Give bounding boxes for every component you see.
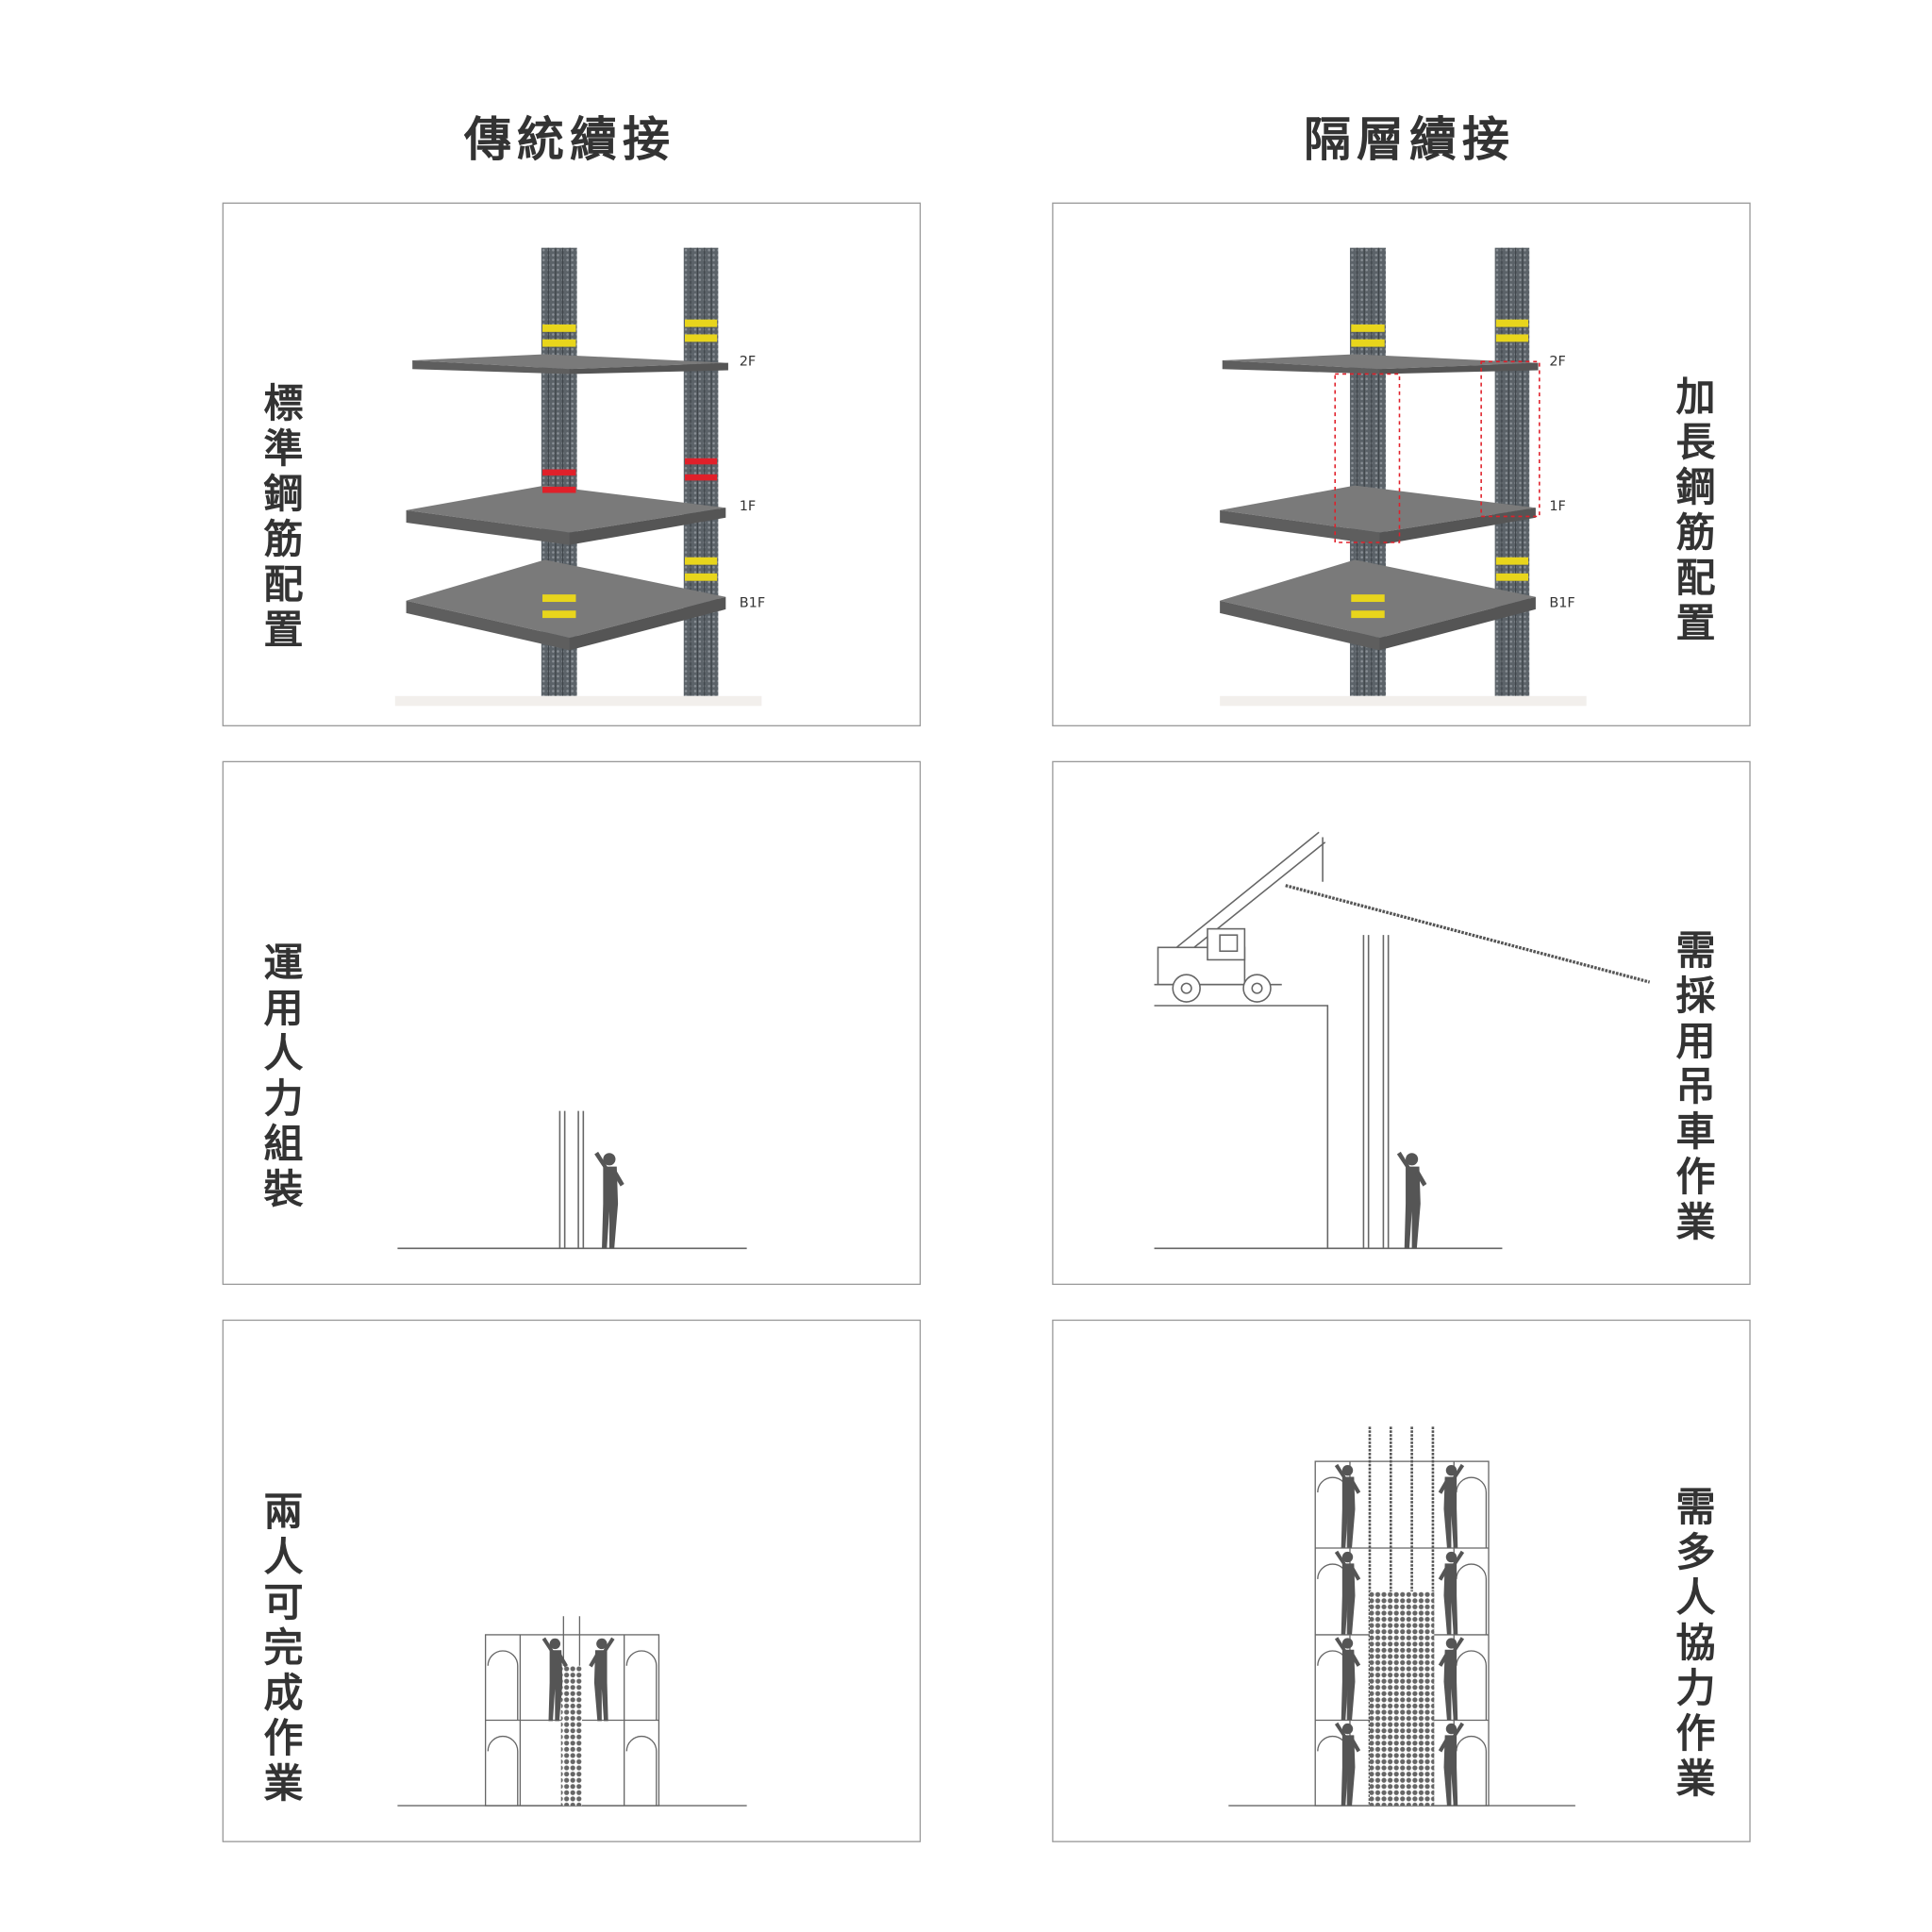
slab-2f bbox=[1222, 354, 1539, 370]
floor-label-2f: 2F bbox=[740, 354, 757, 369]
panel-traditional-workers bbox=[222, 1319, 922, 1842]
manual-assembly-scene bbox=[397, 1110, 747, 1250]
rebar-cage bbox=[560, 1665, 583, 1807]
row2-left-label: 運用人力組裝 bbox=[258, 941, 304, 1213]
panel-traditional-rebar bbox=[222, 202, 922, 726]
ground-strip bbox=[394, 695, 762, 707]
building-edge bbox=[1154, 1005, 1329, 1249]
worker-icon bbox=[1438, 1463, 1465, 1548]
floor-label-2f: 2F bbox=[1549, 354, 1566, 369]
row3-right-label: 需多人協力作業 bbox=[1670, 1486, 1716, 1803]
worker-icon bbox=[1438, 1637, 1465, 1721]
two-worker-scene bbox=[397, 1616, 747, 1807]
panel-alternate-workers bbox=[1052, 1319, 1751, 1842]
row2-right-label: 需採用吊車作業 bbox=[1670, 929, 1716, 1246]
row1-right-label: 加長鋼筋配置 bbox=[1670, 375, 1716, 647]
column-title-traditional: 傳統續接 bbox=[464, 112, 675, 167]
worker-icon bbox=[594, 1151, 625, 1249]
floor-label-b1f: B1F bbox=[740, 595, 765, 610]
panel-alternate-rebar bbox=[1052, 202, 1751, 726]
scaffold bbox=[484, 1634, 660, 1807]
slab-1f bbox=[406, 485, 726, 533]
worker-icon bbox=[1438, 1550, 1465, 1635]
worker-icon bbox=[589, 1637, 615, 1722]
floor-label-1f: 1F bbox=[1549, 499, 1566, 514]
rebar-column-right bbox=[1494, 247, 1530, 696]
alternate-rebar-model: 2F 1F B1F bbox=[1220, 247, 1587, 707]
extended-rebar-highlight bbox=[1334, 360, 1541, 543]
row1-left-label: 標準鋼筋配置 bbox=[258, 382, 304, 654]
floor-label-1f: 1F bbox=[740, 499, 757, 514]
panel-alternate-crane bbox=[1052, 760, 1751, 1286]
worker-icon bbox=[1396, 1151, 1427, 1249]
floor-label-b1f: B1F bbox=[1549, 595, 1574, 610]
splice-yellow bbox=[1351, 319, 1529, 619]
splice-red bbox=[542, 458, 718, 493]
worker-icon bbox=[1334, 1637, 1361, 1721]
multi-worker-scene bbox=[1228, 1426, 1575, 1807]
crane-scene bbox=[1154, 831, 1651, 1250]
row3-left-label: 兩人可完成作業 bbox=[258, 1491, 304, 1807]
rebar-column-right bbox=[683, 247, 719, 696]
splice-yellow bbox=[542, 319, 718, 619]
lifted-rebar bbox=[1285, 884, 1651, 984]
worker-icon bbox=[1438, 1722, 1465, 1807]
panel-traditional-labor bbox=[222, 760, 922, 1286]
slab-1f bbox=[1220, 485, 1536, 533]
traditional-rebar-model: 2F 1F B1F bbox=[394, 247, 765, 707]
rebar-cage bbox=[1369, 1591, 1435, 1807]
slab-2f bbox=[412, 354, 728, 370]
worker-icon bbox=[1334, 1722, 1361, 1807]
crane-icon bbox=[1154, 831, 1326, 1003]
ground-strip bbox=[1220, 695, 1587, 707]
column-title-alternate: 隔層續接 bbox=[1304, 112, 1515, 167]
